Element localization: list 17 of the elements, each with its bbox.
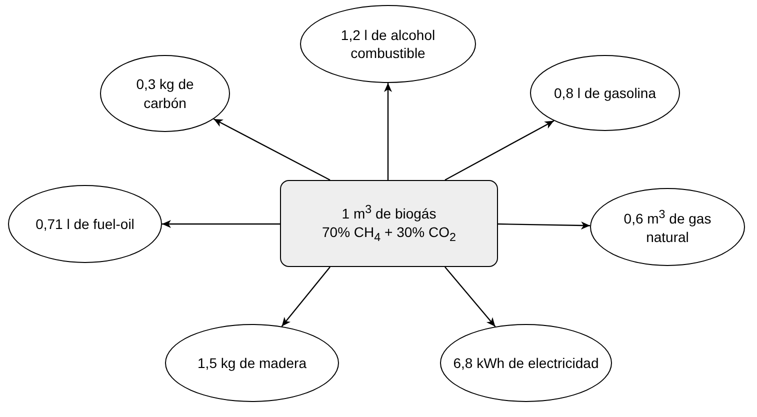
arrow xyxy=(213,118,330,181)
node-text: 1 m$^{3}$ de biogás xyxy=(340,202,438,223)
node-text: 0,8 l de gasolina xyxy=(553,84,657,102)
arrow xyxy=(444,120,554,181)
node-text: 0,3 kg de carbón xyxy=(135,75,195,112)
node-text: 1,5 kg de madera xyxy=(196,354,308,372)
node-text: 0,71 l de fuel-oil xyxy=(34,214,136,234)
rounded-box xyxy=(280,180,498,267)
node-text: 1,2 l de alcohol combustible xyxy=(340,26,436,62)
arrow xyxy=(162,220,280,228)
arrow xyxy=(444,266,496,327)
arrow xyxy=(384,83,392,180)
node-text: 6,8 kWh de electricidad xyxy=(452,354,600,372)
arrow xyxy=(281,266,330,327)
arrow xyxy=(498,221,590,230)
node-text: 70% CH$_{4}$ + 30% CO$_{2}$ xyxy=(321,222,457,245)
node-text: 0,6 m$^{3}$ de gas natural xyxy=(622,207,712,247)
